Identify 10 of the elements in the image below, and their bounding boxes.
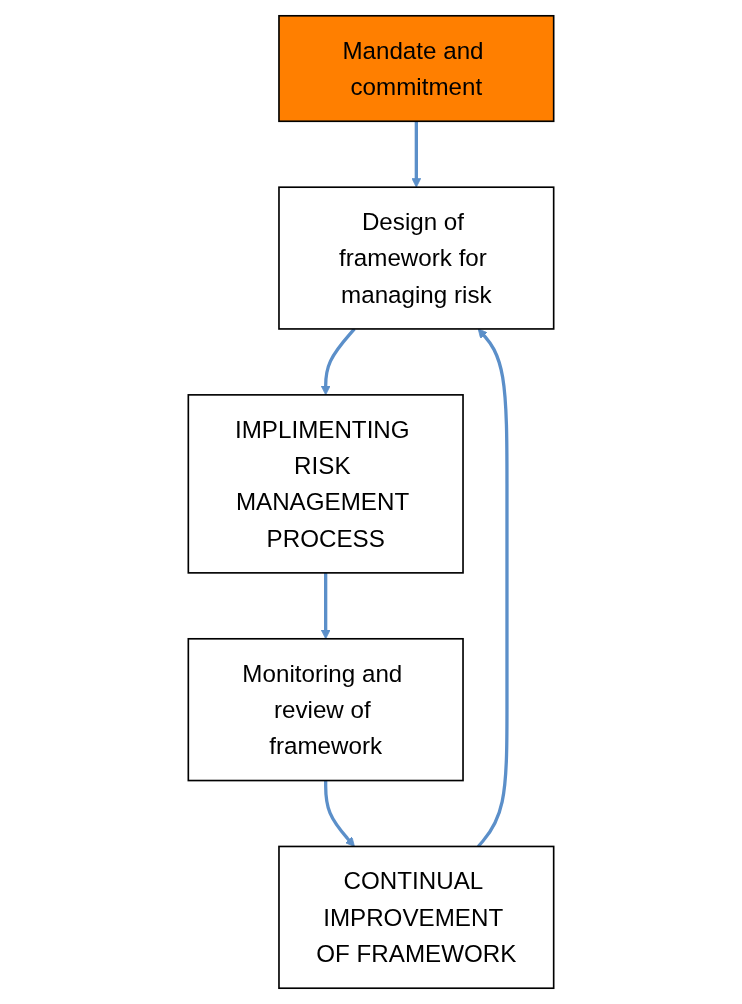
node-box: Mandate and commitment [278,14,555,123]
arrow [476,328,509,848]
arrow [320,572,331,640]
node-box: IMPLIMENTING RISK MANAGEMENT PROCESS [187,394,464,574]
node-box: CONTINUAL IMPROVEMENT OF FRAMEWORK [278,845,555,990]
node-box: Design of framework for managing risk [278,186,555,330]
arrow [324,780,355,847]
arrow [320,327,356,396]
arrow [411,121,422,188]
node-box: Monitoring and review of framework [187,637,464,782]
